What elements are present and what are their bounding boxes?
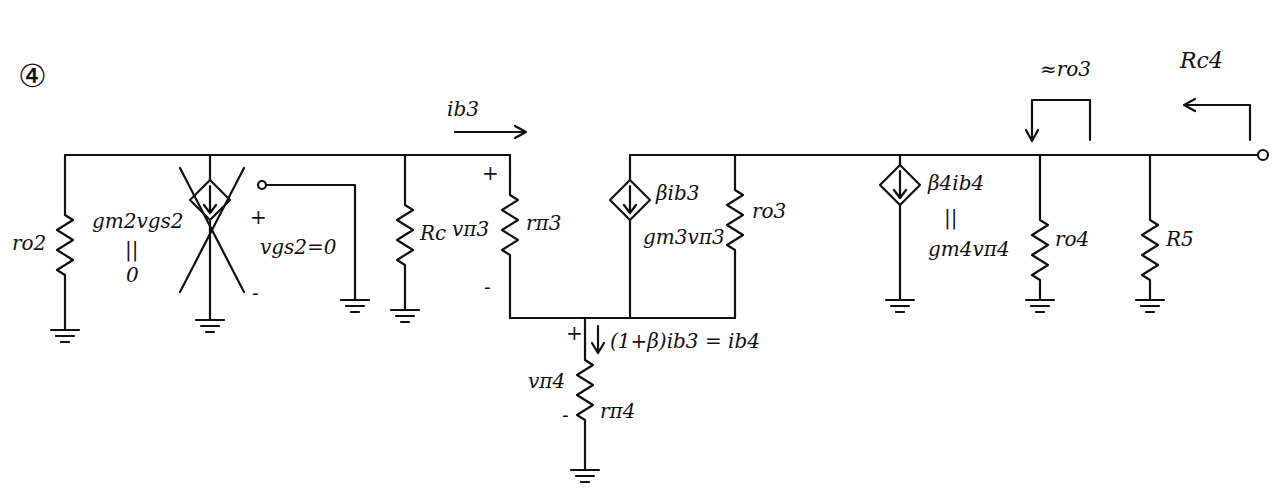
- source-label: βib3: [656, 182, 700, 205]
- emitter-wire: [510, 317, 735, 319]
- ground-symbol: [51, 330, 79, 342]
- component-label: ro3: [752, 200, 786, 223]
- base-rail-wire: [65, 154, 510, 156]
- resistor-symbol: [1142, 155, 1158, 300]
- dependent-source-symbol: [610, 180, 650, 220]
- resistor-symbol: [1032, 155, 1048, 300]
- resistor-symbol: [727, 155, 743, 318]
- resistor-symbol: [397, 155, 413, 310]
- equality-mark: ||: [125, 238, 138, 261]
- polarity-mark: -: [484, 276, 491, 299]
- source-label: β4ib4: [928, 172, 984, 195]
- polarity-mark: +: [566, 322, 583, 345]
- ground-symbol: [886, 300, 914, 312]
- polarity-mark: +: [250, 206, 267, 229]
- component-label: ro2: [12, 232, 46, 255]
- equality-mark: ||: [944, 206, 957, 229]
- looking-in-arrow: [1184, 99, 1250, 140]
- component-label: rπ3: [526, 212, 561, 235]
- ground-symbol: [1026, 300, 1054, 312]
- polarity-mark: -: [252, 282, 259, 305]
- ground-symbol: [341, 300, 369, 312]
- step-number: ④: [18, 58, 47, 95]
- ground-symbol: [391, 310, 419, 322]
- ground-symbol: [196, 320, 224, 332]
- component-label: Rc: [420, 222, 446, 245]
- voltage-label: vπ4: [528, 370, 565, 393]
- dependent-source-symbol: [880, 165, 920, 205]
- current-label: (1+β)ib3 = ib4: [610, 330, 760, 353]
- component-label: ro4: [1055, 228, 1089, 251]
- output-terminal: [1258, 150, 1268, 160]
- collector-rail-wire: [630, 154, 1258, 156]
- port-terminal: [258, 181, 266, 189]
- voltage-label: vgs2=0: [260, 236, 337, 259]
- current-arrow: [455, 126, 526, 138]
- component-label: rπ4: [600, 400, 635, 423]
- source-label: gm4vπ4: [928, 238, 1010, 261]
- resistor-symbol: [57, 155, 73, 330]
- impedance-label: Rc4: [1180, 48, 1223, 73]
- current-label: ib3: [447, 98, 479, 121]
- current-arrow: [592, 326, 604, 353]
- polarity-mark: -: [562, 404, 569, 427]
- voltage-label: vπ3: [452, 218, 489, 241]
- cross-out-mark: [180, 168, 244, 292]
- resistor-symbol: [502, 155, 518, 318]
- ground-symbol: [571, 470, 599, 482]
- component-label: R5: [1166, 228, 1194, 251]
- source-label: gm3vπ3: [643, 226, 725, 249]
- ground-symbol: [1136, 300, 1164, 312]
- source-label: gm2vgs2: [92, 210, 184, 233]
- polarity-mark: +: [482, 162, 499, 185]
- impedance-label: ≈ro3: [1040, 58, 1091, 81]
- value-label: 0: [126, 264, 139, 287]
- looking-in-arrow: [1026, 100, 1090, 141]
